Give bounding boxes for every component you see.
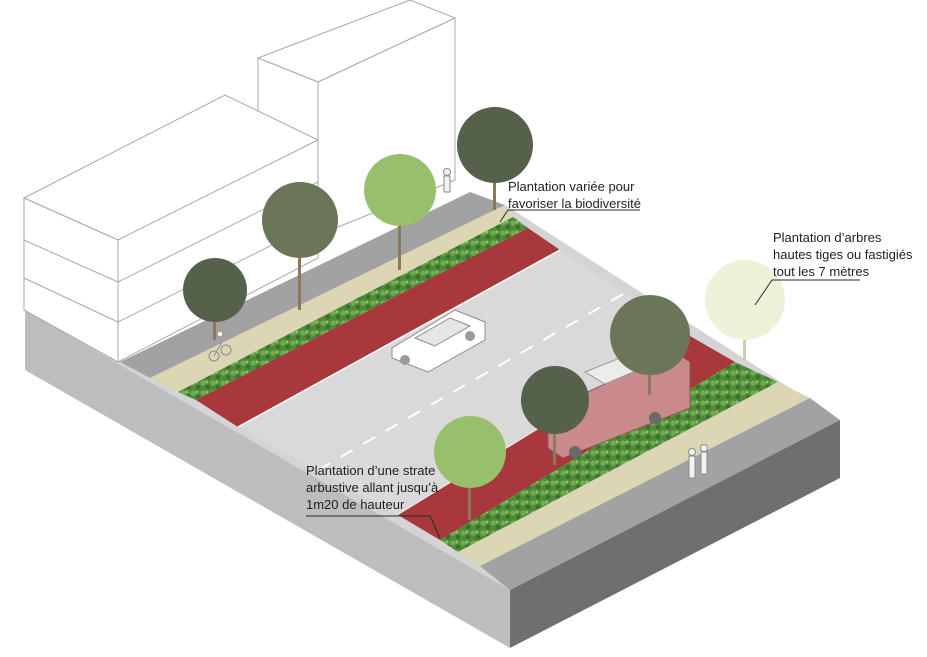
tree-icon — [364, 154, 436, 270]
car-icon — [391, 309, 486, 373]
leader-lines — [306, 209, 860, 539]
back-tree-row — [183, 107, 533, 340]
block-right-face — [510, 420, 840, 648]
block-left-face — [25, 310, 510, 648]
leader-line-biodiversity — [499, 209, 640, 223]
back-hedge — [178, 217, 528, 400]
leader-line-trees — [754, 279, 860, 306]
back-bike-lane — [196, 228, 560, 427]
back-sidewalk — [120, 192, 513, 392]
front-gravel-strip — [458, 382, 810, 566]
tree-icon — [434, 416, 506, 520]
annotation-trees: Plantation d’arbres hautes tiges ou fast… — [773, 230, 913, 279]
annotation-biodiversity: Plantation variée pour favoriser la biod… — [508, 179, 641, 211]
tree-icon — [521, 366, 589, 465]
tree-icon — [262, 182, 338, 310]
front-tree-row — [434, 260, 785, 520]
tree-icon — [610, 295, 690, 395]
tree-icon — [183, 258, 247, 340]
pedestrian-icon — [443, 168, 708, 479]
front-hedge — [440, 362, 778, 552]
tree-icon — [705, 260, 785, 360]
building-front-right — [117, 139, 319, 363]
road-centerline — [317, 292, 626, 471]
roadway — [238, 250, 690, 515]
leader-line-shrubs — [306, 515, 441, 539]
tree-icon — [457, 107, 533, 210]
front-sidewalk — [480, 398, 840, 590]
cyclist-icon — [208, 330, 232, 362]
annotation-shrubs: Plantation d’une strate arbustive allant… — [306, 463, 439, 512]
buildings — [22, 0, 457, 363]
